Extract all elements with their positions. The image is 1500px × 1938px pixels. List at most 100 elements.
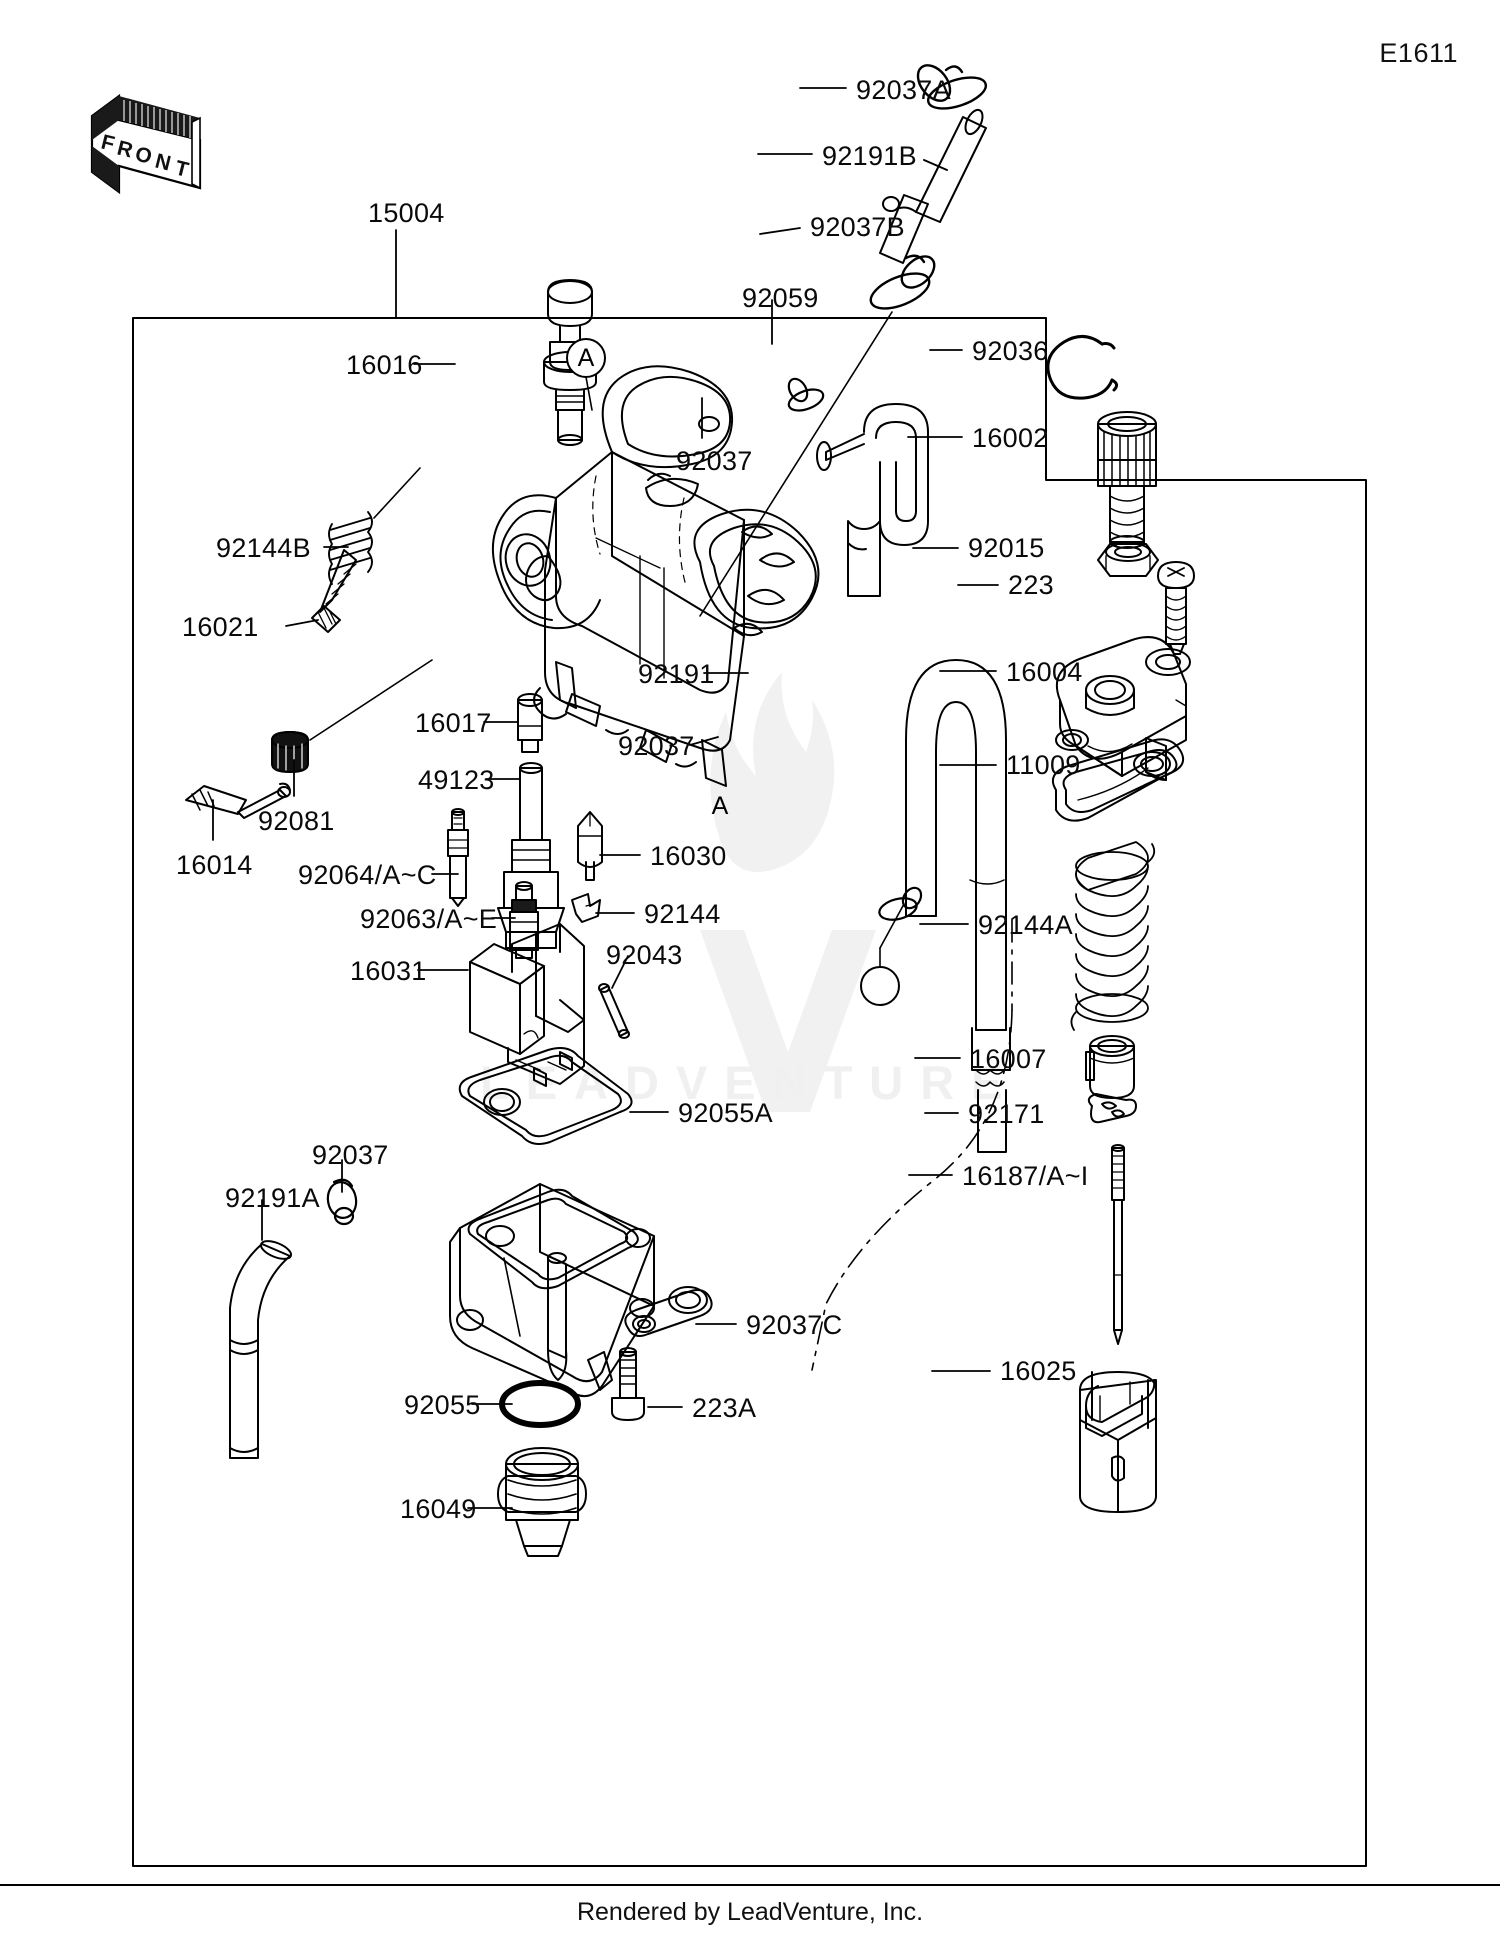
part-16016-screw <box>543 279 597 446</box>
part-label-92037c[interactable]: 92037C <box>746 1310 843 1340</box>
part-92064-jet <box>447 808 469 907</box>
leader-92081-to-body <box>309 659 433 741</box>
part-92037c-plate <box>624 1286 713 1337</box>
part-label-16049[interactable]: 16049 <box>400 1494 477 1524</box>
part-label-16014[interactable]: 16014 <box>176 850 253 880</box>
svg-text:F: F <box>99 131 117 156</box>
page-code: E1611 <box>1379 38 1458 68</box>
axis-line-throttle-lower <box>811 1009 1013 1371</box>
part-92144a-spring <box>1070 841 1156 1031</box>
part-92063-main-jet <box>509 881 539 959</box>
part-label-92191b[interactable]: 92191B <box>822 141 917 171</box>
part-16187-jet-needle <box>1111 1144 1125 1345</box>
part-label-92055a[interactable]: 92055A <box>678 1098 773 1128</box>
part-223-screw <box>1157 561 1195 655</box>
section-marker-a-lower: A <box>711 791 729 820</box>
part-label-92144[interactable]: 92144 <box>644 899 721 929</box>
part-92171-clip <box>1087 1093 1137 1124</box>
front-direction-badge: F R O N T <box>62 88 207 220</box>
part-15004-carburetor-body <box>491 365 820 787</box>
part-16021-jet <box>311 549 357 633</box>
part-label-16007[interactable]: 16007 <box>970 1044 1047 1074</box>
front-arrow-icon: F R O N T <box>90 93 202 195</box>
leader-part-label-16021 <box>285 619 319 627</box>
part-92043-pin <box>598 983 630 1039</box>
leader-lines <box>212 87 999 1509</box>
assembly-group-15004[interactable]: 15004 <box>368 198 445 228</box>
part-label-92144b[interactable]: 92144B <box>216 533 311 563</box>
part-92037-lower-clamp <box>326 1178 358 1226</box>
part-label-92055[interactable]: 92055 <box>404 1390 481 1420</box>
part-92081-filter <box>271 731 309 773</box>
part-16007-holder <box>1085 1035 1135 1099</box>
part-92015-nut <box>1097 542 1159 577</box>
part-label-92059[interactable]: 92059 <box>742 283 819 313</box>
part-16031-float <box>469 923 585 1087</box>
part-label-92037b[interactable]: 92037B <box>810 212 905 242</box>
part-label-92191a[interactable]: 92191A <box>225 1183 320 1213</box>
part-92055a-gasket <box>458 1047 633 1145</box>
leader-a-lower <box>879 903 905 949</box>
section-marker-a-lower-circle <box>860 947 900 1006</box>
part-label-92015[interactable]: 92015 <box>968 533 1045 563</box>
part-label-11009[interactable]: 11009 <box>1006 750 1081 780</box>
part-label-16004[interactable]: 16004 <box>1006 657 1083 687</box>
part-label-92043[interactable]: 92043 <box>606 940 683 970</box>
section-marker-a-upper-circle <box>566 338 606 411</box>
svg-text:O: O <box>133 143 154 169</box>
svg-text:N: N <box>153 150 173 176</box>
part-223a-screw <box>611 1347 645 1421</box>
section-marker-a-upper: A <box>577 343 595 372</box>
part-label-92171[interactable]: 92171 <box>968 1099 1045 1129</box>
part-49123-needle-jet <box>497 762 565 949</box>
part-label-16017[interactable]: 16017 <box>415 708 492 738</box>
part-label-49123[interactable]: 49123 <box>418 765 495 795</box>
part-label-92144a[interactable]: 92144A <box>978 910 1073 940</box>
part-label-16031[interactable]: 16031 <box>350 956 427 986</box>
part-92144b-spring <box>328 511 373 585</box>
group-boundary-15004 <box>132 317 1367 1867</box>
part-label-92037a[interactable]: 92037A <box>856 75 951 105</box>
part-16014-pilot-screw <box>185 782 291 819</box>
part-label-92036[interactable]: 92036 <box>972 336 1049 366</box>
footer-credit: Rendered by LeadVenture, Inc. <box>576 1898 924 1926</box>
leader-part-label-92043 <box>611 955 629 989</box>
svg-text:R: R <box>115 137 135 163</box>
part-16030-float-valve <box>577 811 603 881</box>
part-label-16021[interactable]: 16021 <box>182 612 259 642</box>
leader-92144b-to-body <box>373 467 421 519</box>
part-label-92037-mid[interactable]: 92037 <box>618 731 695 761</box>
part-92037b-clamp <box>869 254 936 310</box>
part-16025-throttle-valve <box>1079 1371 1157 1513</box>
part-92191-hose <box>905 659 1011 1153</box>
part-label-92037-low[interactable]: 92037 <box>312 1140 389 1170</box>
part-16017-holder <box>517 693 543 753</box>
leader-92037b-to-body <box>699 311 893 617</box>
part-label-16187[interactable]: 16187/A~I <box>962 1161 1089 1191</box>
part-92037-mid-clamp <box>878 886 923 921</box>
part-label-16002[interactable]: 16002 <box>972 423 1049 453</box>
part-label-92037-upper[interactable]: 92037 <box>676 446 753 476</box>
part-92059-hose <box>816 403 929 597</box>
part-92055-oring <box>499 1380 581 1428</box>
part-label-92063[interactable]: 92063/A~E <box>360 904 498 934</box>
part-92037-upper-clamp <box>787 377 825 412</box>
part-label-92064[interactable]: 92064/A~C <box>298 860 437 890</box>
part-16049-drain-plug <box>497 1447 587 1557</box>
part-label-223[interactable]: 223 <box>1008 570 1054 600</box>
part-label-16030[interactable]: 16030 <box>650 841 727 871</box>
leader-part-label-92037-mid <box>689 736 719 746</box>
part-label-92191[interactable]: 92191 <box>638 659 715 689</box>
part-float-bowl <box>449 1183 655 1397</box>
part-label-16016[interactable]: 16016 <box>346 350 423 380</box>
part-92036-circlip <box>1046 335 1119 400</box>
part-label-92081[interactable]: 92081 <box>258 806 335 836</box>
part-92191b-hose <box>879 108 987 264</box>
part-label-223a[interactable]: 223A <box>692 1393 757 1423</box>
part-label-16025[interactable]: 16025 <box>1000 1356 1077 1386</box>
footer-divider <box>0 1884 1500 1886</box>
svg-text:T: T <box>173 157 191 182</box>
part-11009-gasket <box>1052 738 1184 822</box>
